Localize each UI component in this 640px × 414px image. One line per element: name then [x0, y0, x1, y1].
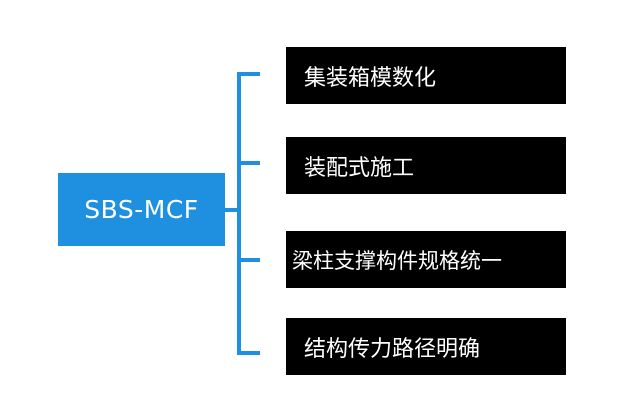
- branch-node-label: 装配式施工: [304, 155, 415, 181]
- bracket-connector-spine: [237, 72, 241, 355]
- branch-node-label: 集装箱模数化: [304, 65, 437, 91]
- root-node-label: SBS-MCF: [84, 195, 199, 224]
- branch-node-2: 装配式施工: [286, 137, 566, 194]
- root-node: SBS-MCF: [58, 173, 225, 246]
- bracket-tick-1: [237, 72, 260, 76]
- bracket-connector-stem: [225, 208, 239, 212]
- bracket-tick-2: [237, 161, 260, 165]
- branch-node-1: 集装箱模数化: [286, 47, 566, 104]
- branch-node-3: 梁柱支撑构件规格统一: [286, 231, 566, 288]
- bracket-tick-4: [237, 351, 260, 355]
- branch-node-label: 梁柱支撑构件规格统一: [292, 248, 502, 273]
- branch-node-label: 结构传力路径明确: [304, 336, 481, 362]
- bracket-tick-3: [237, 258, 260, 262]
- branch-node-4: 结构传力路径明确: [286, 318, 566, 375]
